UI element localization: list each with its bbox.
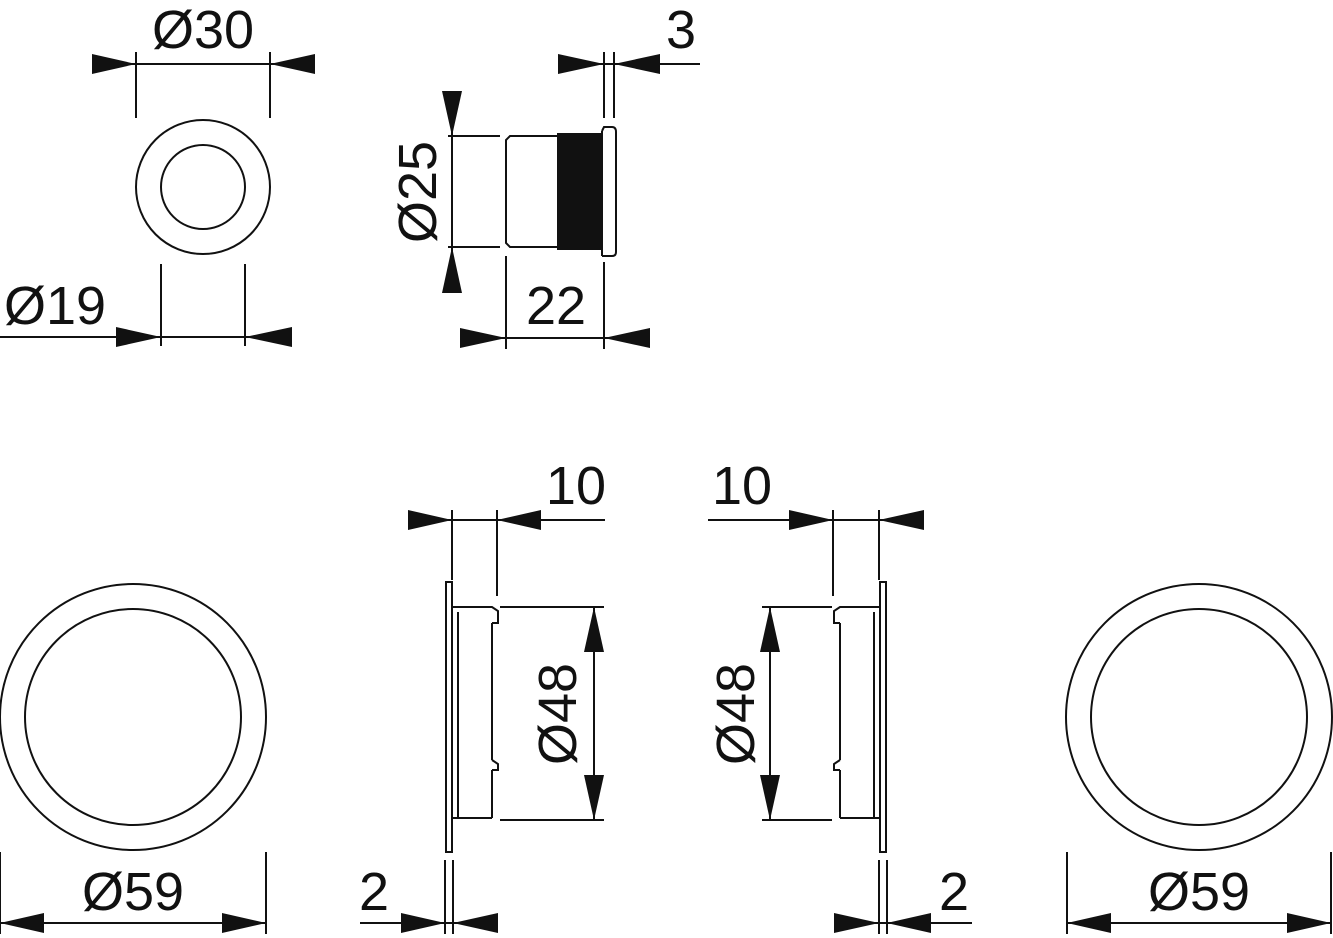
small-front-view: Ø30 Ø19 [0,0,315,347]
large-front-view-right: Ø59 [1065,583,1333,934]
dim-large-diameter: Ø59 [82,862,184,922]
outer-ring [0,583,267,851]
large-side-view-right: Ø48 10 2 [706,456,972,934]
large-side-view-left: Ø48 10 2 [359,456,606,934]
dim-cup-diameter: Ø48 [528,663,588,765]
dim-cup-depth: 10 [546,456,606,516]
dim-side-depth: 22 [526,276,586,336]
large-front-view-left: Ø59 [0,583,267,934]
small-side-view: Ø25 22 3 [388,0,700,349]
dim-side-diameter: Ø25 [388,141,448,243]
dim-inner-diameter: Ø19 [4,276,106,336]
dim-side-flange: 3 [666,0,696,60]
dim-outer-diameter: Ø30 [152,0,254,60]
outer-ring [1065,583,1333,851]
dim-cup-diameter: Ø48 [706,663,766,765]
inner-ring [24,608,242,826]
dim-flange-thickness: 2 [939,862,969,922]
dim-large-diameter: Ø59 [1148,862,1250,922]
dim-cup-depth: 10 [712,456,772,516]
inner-ring [160,144,246,230]
inner-ring [1090,608,1308,826]
outer-ring [135,119,271,255]
dim-flange-thickness: 2 [359,862,389,922]
knurled-band [557,133,602,250]
